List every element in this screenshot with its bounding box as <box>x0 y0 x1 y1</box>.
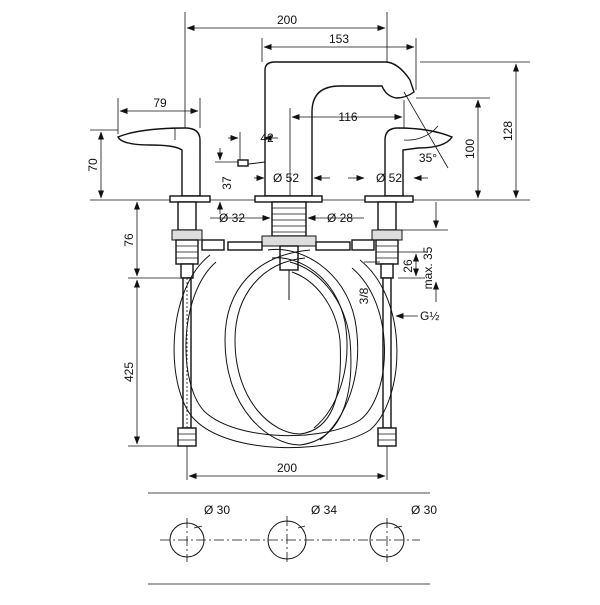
right-valve-body <box>371 201 403 447</box>
right-handle <box>364 127 454 203</box>
leader-hole-right <box>393 525 403 529</box>
plan-view <box>148 492 430 585</box>
valve-length-label: 76 <box>122 233 136 247</box>
handle-height-label: 70 <box>86 158 100 172</box>
left-handle <box>117 127 211 203</box>
spout-angle-label: 35° <box>419 151 437 165</box>
angle-ray <box>403 91 449 169</box>
connection-spacing-label: 200 <box>277 461 297 475</box>
spout-reach-label: 153 <box>329 32 349 46</box>
leader-hole-center <box>297 525 306 529</box>
shank-dia-label: Ø 28 <box>327 211 353 225</box>
handle-base-dia-label: Ø 52 <box>376 171 402 185</box>
spout-projection-label: 116 <box>338 110 357 124</box>
lever-height-label: 37 <box>220 176 234 190</box>
hole-center-dia-label: Ø 34 <box>311 503 337 517</box>
max-deck-label: max. 35 <box>421 246 435 289</box>
drain-rod-dia-label: Ø 32 <box>219 211 245 225</box>
outlet-height-label: 100 <box>463 139 477 159</box>
thread-size-label: 3/8 <box>357 287 371 304</box>
hole-left-dia-label: Ø 30 <box>204 503 230 517</box>
leader-hole-left <box>193 525 203 529</box>
handle-width-label: 79 <box>153 96 167 110</box>
total-height-label: 128 <box>501 121 515 141</box>
angle-arc <box>403 125 439 141</box>
hose-length-label: 425 <box>122 362 136 382</box>
handle-offset-label: 42 <box>260 131 274 145</box>
tee-connectors <box>201 239 375 251</box>
connection-thread-label: G½ <box>420 309 439 323</box>
nut-height-label: 26 <box>401 259 415 273</box>
spout-base-dia-label: Ø 52 <box>273 171 299 185</box>
left-valve-body <box>171 201 203 447</box>
flex-hoses <box>173 248 398 449</box>
hole-right-dia-label: Ø 30 <box>411 503 437 517</box>
overall-width-label: 200 <box>277 13 297 27</box>
